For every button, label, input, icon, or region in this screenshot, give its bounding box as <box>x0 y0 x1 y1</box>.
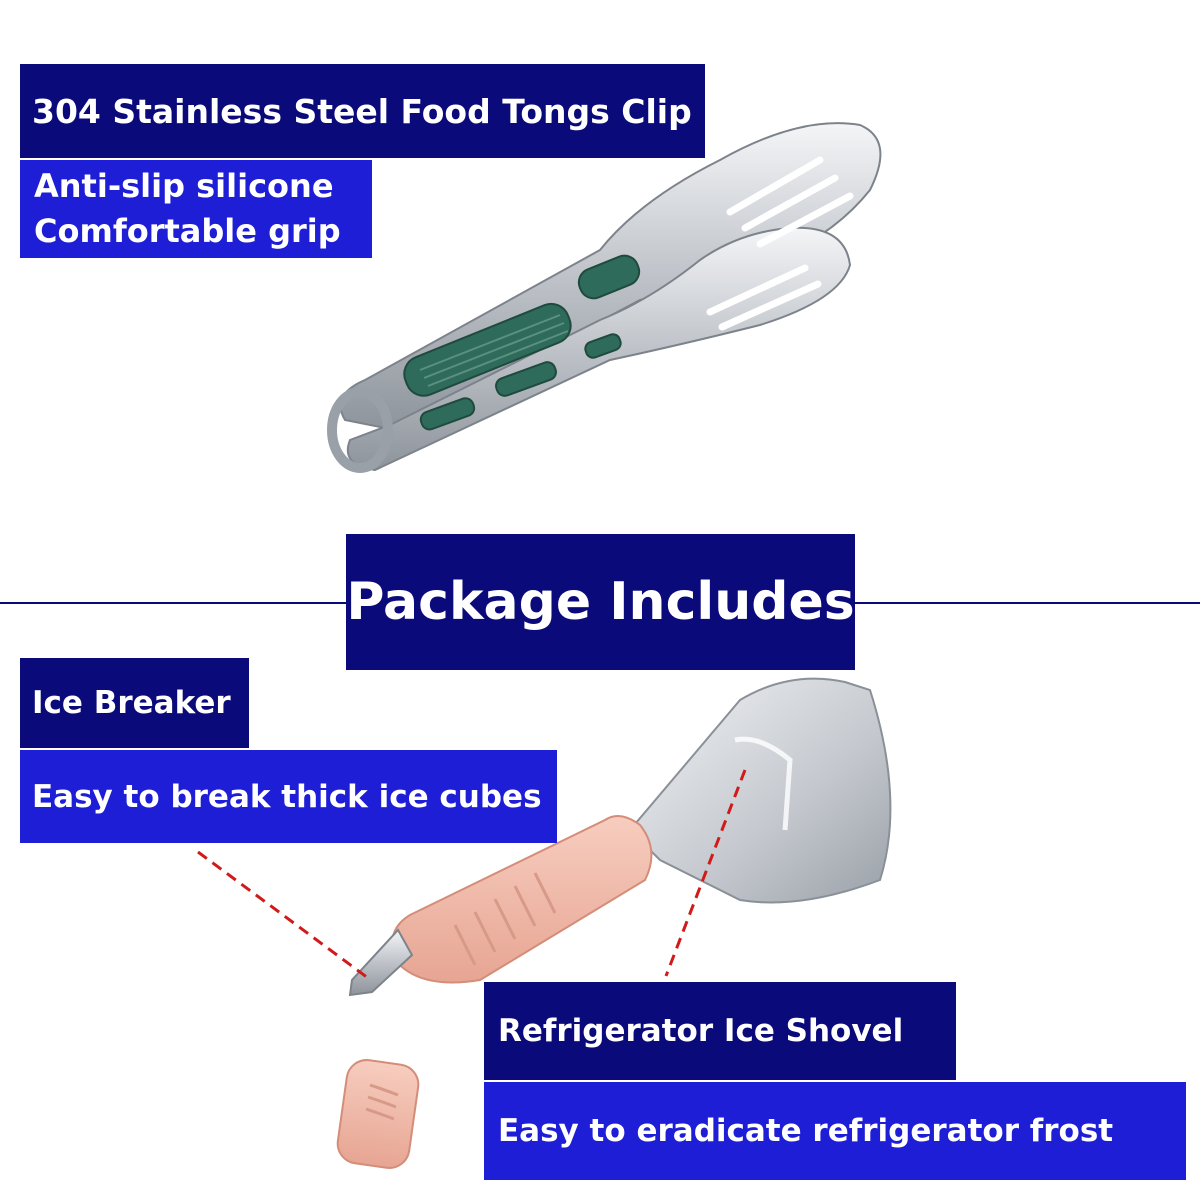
ice-shovel-description: Easy to eradicate refrigerator frost <box>484 1082 1186 1180</box>
tongs-feature-line2: Comfortable grip <box>34 212 341 250</box>
tongs-feature-line1: Anti-slip silicone <box>34 167 334 205</box>
ice-shovel-title: Refrigerator Ice Shovel <box>484 982 956 1080</box>
leader-lines <box>197 769 747 980</box>
tongs-feature-box: Anti-slip silicone Comfortable grip <box>20 160 372 258</box>
package-heading: Package Includes <box>346 534 855 670</box>
tongs-title: 304 Stainless Steel Food Tongs Clip <box>20 64 705 158</box>
ice-breaker-description: Easy to break thick ice cubes <box>20 750 557 843</box>
ice-breaker-title: Ice Breaker <box>20 658 249 748</box>
